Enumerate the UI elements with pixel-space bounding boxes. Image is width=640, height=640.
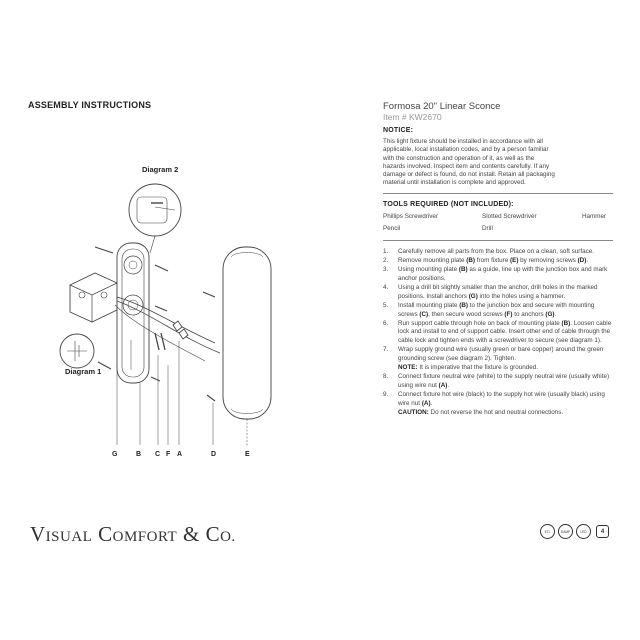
page-number: 4: [596, 525, 609, 538]
mounting-plate: [116, 242, 150, 384]
step-7: 7. Wrap supply ground wire (usually gree…: [383, 346, 604, 363]
notice-line: This light fixture should be installed i…: [383, 138, 543, 145]
step-3: 3. Using mounting plate (B) as a guide, …: [383, 265, 608, 282]
part-label-a: A: [177, 451, 183, 458]
item-number: Item # KW2670: [383, 112, 442, 122]
tool-pencil: Pencil: [383, 225, 401, 232]
assembly-diagram: [59, 183, 272, 447]
part-label-c: C: [155, 451, 161, 458]
diagram-1-label: Diagram 1: [65, 367, 102, 376]
step-1: 1. Carefully remove all parts from the b…: [383, 248, 594, 255]
fixture-body: [222, 246, 272, 420]
notice-line: hazards involved. Inspect item and conte…: [383, 162, 550, 170]
notice-line: with the construction and operation of i…: [383, 154, 535, 162]
step-8: 8. Connect fixture neutral wire (white) …: [383, 373, 610, 390]
divider: [383, 193, 613, 194]
etl-listed-icon: ETL: [540, 524, 555, 539]
divider: [383, 240, 613, 241]
product-title: Formosa 20" Linear Sconce: [383, 101, 501, 112]
led-icon: LED: [576, 524, 591, 539]
assembly-instructions-title: ASSEMBLY INSTRUCTIONS: [28, 100, 152, 110]
brand-logo: VISUAL COMFORT & CO.: [30, 522, 236, 546]
step-5: 5. Install mounting plate (B) to the jun…: [383, 301, 595, 318]
caution-note: CAUTION: Do not reverse the hot and neut…: [398, 408, 564, 416]
part-label-b: B: [136, 451, 142, 458]
notice-line: applicable, local installation codes, an…: [383, 146, 549, 154]
notice-body: This light fixture should be installed i…: [383, 138, 613, 188]
step-4: 4. Using a drill bit slightly smaller th…: [383, 283, 598, 300]
step-6: 6. Run support cable through hole on bac…: [383, 319, 612, 345]
damp-rated-icon: DAMP: [558, 524, 573, 539]
instruction-steps: 1. Carefully remove all parts from the b…: [383, 248, 613, 418]
wire-nut: [178, 328, 189, 340]
wire-nut: [172, 320, 183, 332]
tool-slotted: Slotted Screwdriver: [482, 213, 537, 220]
part-label-d: D: [211, 451, 217, 458]
tool-drill: Drill: [482, 225, 493, 232]
tool-hammer: Hammer: [582, 213, 607, 220]
part-label-e: E: [245, 451, 250, 458]
tools-heading: TOOLS REQUIRED (NOT INCLUDED):: [383, 201, 514, 208]
step-9: 9. Connect fixture hot wire (black) to t…: [383, 391, 605, 407]
junction-box: [69, 272, 118, 323]
part-label-f: F: [166, 451, 171, 458]
step-2: 2. Remove mounting plate (B) from fixtur…: [383, 256, 589, 264]
tool-phillips: Phillips Screwdriver: [383, 213, 438, 220]
diagram-2-label: Diagram 2: [142, 165, 179, 174]
notice-heading: NOTICE:: [383, 127, 414, 134]
part-label-g: G: [112, 451, 118, 458]
notice-line: damage or defect is found, do not instal…: [383, 171, 555, 179]
grounding-note: NOTE: It is imperative that the fixture …: [398, 364, 538, 372]
notice-line: material until installation is complete …: [383, 179, 526, 187]
